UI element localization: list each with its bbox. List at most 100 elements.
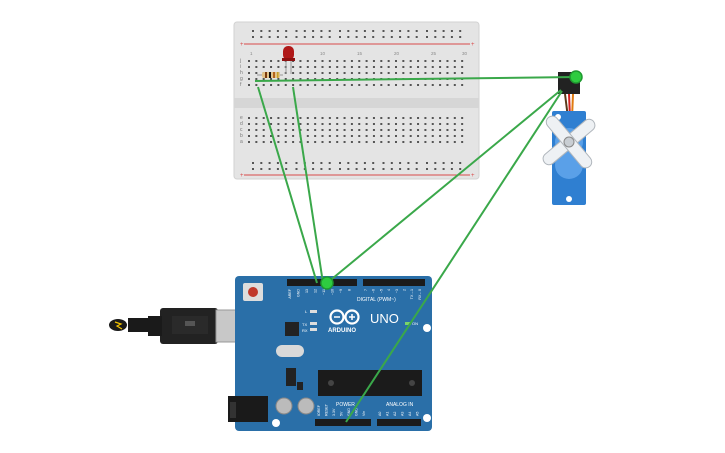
breadboard-hole[interactable] xyxy=(314,117,317,119)
breadboard-hole[interactable] xyxy=(446,72,449,74)
breadboard-hole[interactable] xyxy=(285,168,288,170)
breadboard-hole[interactable] xyxy=(255,123,258,125)
breadboard-hole[interactable] xyxy=(461,84,464,86)
breadboard-hole[interactable] xyxy=(355,162,358,164)
breadboard-hole[interactable] xyxy=(299,123,302,125)
breadboard-hole[interactable] xyxy=(306,60,309,62)
breadboard-hole[interactable] xyxy=(306,84,309,86)
breadboard-hole[interactable] xyxy=(336,60,339,62)
breadboard-hole[interactable] xyxy=(328,30,331,32)
breadboard-hole[interactable] xyxy=(292,66,295,68)
wire-endpoint-pin[interactable] xyxy=(320,276,334,290)
breadboard-hole[interactable] xyxy=(262,117,265,119)
breadboard-hole[interactable] xyxy=(255,60,258,62)
breadboard-hole[interactable] xyxy=(409,84,412,86)
breadboard-hole[interactable] xyxy=(306,141,309,143)
led-icon[interactable] xyxy=(282,46,295,74)
breadboard-hole[interactable] xyxy=(255,66,258,68)
breadboard-hole[interactable] xyxy=(276,162,279,164)
breadboard-hole[interactable] xyxy=(442,162,445,164)
breadboard-hole[interactable] xyxy=(372,72,375,74)
breadboard-hole[interactable] xyxy=(320,162,323,164)
breadboard-hole[interactable] xyxy=(328,66,331,68)
breadboard-hole[interactable] xyxy=(276,36,279,38)
breadboard-hole[interactable] xyxy=(395,141,397,143)
wire-breadboard-to-gnd[interactable] xyxy=(257,86,318,284)
breadboard-hole[interactable] xyxy=(270,117,273,119)
breadboard-hole[interactable] xyxy=(372,123,375,125)
breadboard-hole[interactable] xyxy=(446,84,449,86)
breadboard-hole[interactable] xyxy=(365,60,368,62)
breadboard-hole[interactable] xyxy=(248,84,250,86)
breadboard-hole[interactable] xyxy=(339,36,341,38)
breadboard-hole[interactable] xyxy=(446,135,449,137)
breadboard-hole[interactable] xyxy=(347,36,350,38)
breadboard-hole[interactable] xyxy=(402,123,405,125)
breadboard-hole[interactable] xyxy=(255,141,258,143)
breadboard-hole[interactable] xyxy=(395,123,397,125)
breadboard-hole[interactable] xyxy=(339,168,341,170)
wire-endpoint-servo[interactable] xyxy=(569,70,583,84)
breadboard-hole[interactable] xyxy=(248,117,250,119)
breadboard-hole[interactable] xyxy=(285,36,288,38)
breadboard-hole[interactable] xyxy=(350,72,353,74)
breadboard-hole[interactable] xyxy=(363,168,366,170)
breadboard-hole[interactable] xyxy=(284,117,287,119)
breadboard-hole[interactable] xyxy=(328,123,331,125)
breadboard-hole[interactable] xyxy=(248,66,250,68)
breadboard-hole[interactable] xyxy=(343,135,346,137)
breadboard-hole[interactable] xyxy=(328,141,331,143)
breadboard-hole[interactable] xyxy=(450,168,453,170)
breadboard-hole[interactable] xyxy=(277,84,280,86)
breadboard-hole[interactable] xyxy=(365,135,368,137)
breadboard-hole[interactable] xyxy=(424,117,427,119)
breadboard-hole[interactable] xyxy=(328,129,331,131)
breadboard-hole[interactable] xyxy=(415,162,418,164)
breadboard-hole[interactable] xyxy=(390,162,393,164)
breadboard-hole[interactable] xyxy=(285,30,288,32)
breadboard-hole[interactable] xyxy=(434,36,437,38)
breadboard-hole[interactable] xyxy=(358,84,361,86)
breadboard-hole[interactable] xyxy=(314,60,317,62)
breadboard[interactable]: + + + + j i h g f e d c b a 1 5 10 15 20… xyxy=(233,21,480,180)
breadboard-hole[interactable] xyxy=(450,36,453,38)
breadboard-hole[interactable] xyxy=(306,72,309,74)
breadboard-hole[interactable] xyxy=(255,129,258,131)
breadboard-hole[interactable] xyxy=(248,123,250,125)
breadboard-hole[interactable] xyxy=(292,84,295,86)
breadboard-hole[interactable] xyxy=(321,84,324,86)
breadboard-hole[interactable] xyxy=(284,78,287,80)
breadboard-hole[interactable] xyxy=(409,60,412,62)
breadboard-hole[interactable] xyxy=(461,141,464,143)
breadboard-hole[interactable] xyxy=(387,66,390,68)
breadboard-hole[interactable] xyxy=(395,117,397,119)
breadboard-hole[interactable] xyxy=(450,162,453,164)
breadboard-hole[interactable] xyxy=(260,36,263,38)
wire-pin-to-servo-signal[interactable] xyxy=(326,89,562,284)
breadboard-hole[interactable] xyxy=(314,84,317,86)
breadboard-hole[interactable] xyxy=(363,36,366,38)
breadboard-hole[interactable] xyxy=(439,123,442,125)
breadboard-hole[interactable] xyxy=(439,84,442,86)
breadboard-hole[interactable] xyxy=(402,117,405,119)
breadboard-hole[interactable] xyxy=(415,36,418,38)
breadboard-hole[interactable] xyxy=(306,129,309,131)
breadboard-hole[interactable] xyxy=(439,129,442,131)
breadboard-hole[interactable] xyxy=(252,36,254,38)
breadboard-hole[interactable] xyxy=(328,135,331,137)
breadboard-hole[interactable] xyxy=(461,123,464,125)
breadboard-hole[interactable] xyxy=(382,30,385,32)
breadboard-hole[interactable] xyxy=(409,117,412,119)
breadboard-hole[interactable] xyxy=(395,60,397,62)
breadboard-hole[interactable] xyxy=(453,129,456,131)
breadboard-hole[interactable] xyxy=(292,141,295,143)
breadboard-hole[interactable] xyxy=(424,129,427,131)
breadboard-hole[interactable] xyxy=(461,72,464,74)
breadboard-hole[interactable] xyxy=(453,117,456,119)
breadboard-hole[interactable] xyxy=(268,168,271,170)
breadboard-hole[interactable] xyxy=(336,66,339,68)
breadboard-hole[interactable] xyxy=(268,162,271,164)
breadboard-hole[interactable] xyxy=(407,36,410,38)
breadboard-hole[interactable] xyxy=(431,72,434,74)
